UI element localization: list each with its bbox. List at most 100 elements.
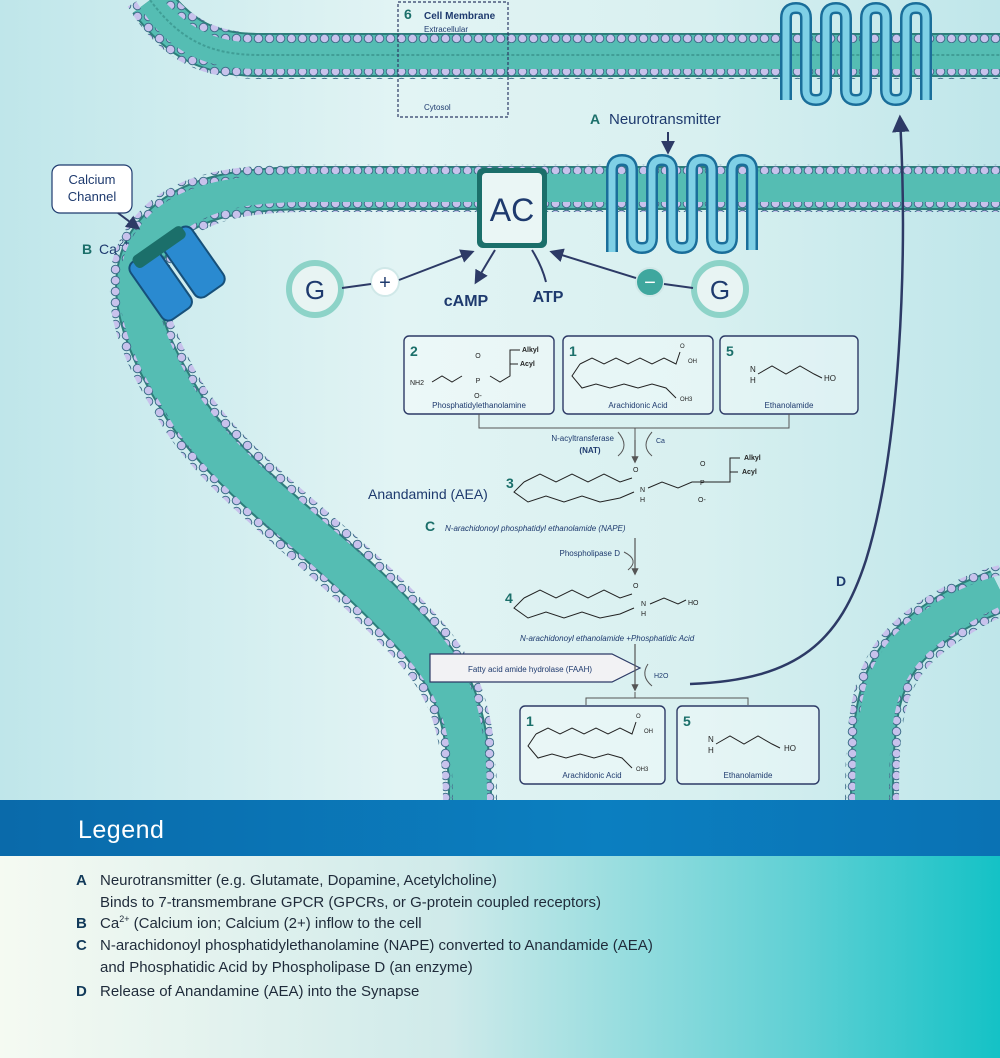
neurotransmitter-text: Neurotransmitter: [609, 111, 721, 128]
ca-letter: B: [82, 241, 92, 257]
aa-bottom-oh3: OH3: [636, 767, 649, 773]
aa-bottom-number: 1: [526, 713, 534, 729]
extracellular-label: Extracellular: [424, 25, 468, 34]
cytosol-label: Cytosol: [424, 103, 451, 112]
box-arachidonic-acid-bottom: 1 OH O OH3 Arachidonic Acid: [519, 705, 666, 785]
aa-bottom-name: Arachidonic Acid: [562, 771, 621, 780]
legend-charge-b: 2+: [119, 914, 130, 924]
ca-ion: Ca: [99, 241, 117, 257]
bottom-boxes-bracket: [585, 692, 749, 705]
pe-name: Phosphatidylethanolamine: [432, 401, 526, 410]
eth-bottom-h: H: [708, 746, 714, 755]
atp-label: ATP: [533, 289, 564, 306]
legend-cont-a: Binds to 7-transmembrane GPCR (GPCRs, or…: [100, 894, 602, 911]
eth-top-h: H: [750, 376, 756, 385]
pe-o-minus: O-: [474, 393, 482, 400]
right-membrane: [845, 565, 1000, 800]
nape-text: N-arachidonoyl phosphatidyl ethanolamide…: [445, 524, 626, 533]
faah-enzyme: Fatty acid amide hydrolase (FAAH) H2O: [429, 644, 669, 692]
top-boxes-bracket: [478, 414, 790, 456]
ac-label: AC: [490, 192, 534, 228]
aa-top-oh3: OH3: [680, 397, 693, 403]
cell-membrane-label: 6 Cell Membrane Extracellular Cytosol: [397, 1, 509, 118]
mol4-ho: HO: [688, 600, 699, 607]
g-label-left: G: [305, 275, 325, 305]
aea-h: H: [640, 497, 645, 504]
anandamide-molecule: 4 O N H HO N-arachidonoyl ethanolamide +…: [505, 583, 699, 643]
ca-charge: 2+: [119, 238, 129, 248]
eth-bottom-name: Ethanolamide: [724, 771, 773, 780]
g-label-right: G: [710, 275, 730, 305]
calcium-label-line2: Channel: [68, 189, 117, 204]
pe-number: 2: [410, 343, 418, 359]
mol4-n: N: [641, 601, 646, 608]
legend-text-b: (Calcium ion; Calcium (2+) inflow to the…: [129, 915, 422, 932]
legend-letter-b: B: [76, 915, 87, 932]
aa-top-oh: OH: [688, 359, 697, 365]
box-arachidonic-acid-top: 1 OH O OH3 Arachidonic Acid: [562, 335, 714, 415]
eth-top-number: 5: [726, 343, 734, 359]
legend-title: Legend: [78, 816, 165, 844]
h2o-label: H2O: [654, 673, 669, 680]
mol4-h: H: [641, 611, 646, 618]
pe-o: O: [475, 353, 481, 360]
cell-membrane-title: Cell Membrane: [424, 11, 496, 22]
aea-number: 3: [506, 475, 514, 491]
legend-letter-a: A: [76, 872, 87, 889]
aea-label: Anandamind (AEA): [368, 486, 488, 502]
gpcr-receptor: [606, 154, 758, 254]
pe-alkyl: Alkyl: [522, 347, 539, 354]
aa-top-o: O: [680, 344, 685, 350]
legend-body: [0, 856, 1000, 1058]
pld-label: Phospholipase D: [560, 549, 621, 558]
legend-header-bar: [0, 800, 1000, 856]
pld-curve: [623, 551, 634, 571]
cell-membrane-number: 6: [404, 6, 412, 22]
aa-bottom-oh: OH: [644, 729, 653, 735]
legend-item-c: C N-arachidonoyl phosphatidylethanolamine…: [76, 937, 653, 955]
aea-n: N: [640, 487, 645, 494]
nat-curve: [617, 431, 653, 457]
aa-bottom-o: O: [636, 714, 641, 720]
legend-item-b: B Ca2+ (Calcium ion; Calcium (2+) inflow …: [76, 915, 422, 933]
aa-top-number: 1: [569, 343, 577, 359]
faah-label: Fatty acid amide hydrolase (FAAH): [468, 665, 592, 674]
nat-ca: Ca: [656, 438, 665, 445]
nat-line2: (NAT): [579, 446, 601, 455]
plus-sign: +: [379, 272, 391, 294]
nape-molecule: Anandamind (AEA) 3 O N H P O O- Alkyl Ac…: [368, 455, 761, 534]
g-protein-left: G: [286, 260, 344, 318]
signal-arrows: [341, 248, 694, 289]
aea-acyl: Acyl: [742, 469, 757, 476]
calcium-channel: [128, 225, 226, 322]
legend-letter-c: C: [76, 937, 87, 954]
pe-acyl: Acyl: [520, 361, 535, 368]
neurotransmitter-letter: A: [590, 111, 600, 127]
aea-o: O: [633, 467, 639, 474]
box-phosphatidylethanolamine: 2 P O O- NH2 Alkyl Acyl Phosphatidyletha…: [403, 335, 555, 415]
legend-cont-c: and Phosphatidic Acid by Phospholipase D…: [100, 959, 473, 976]
adenylyl-cyclase: AC: [477, 168, 547, 248]
mol4-number: 4: [505, 590, 513, 606]
diagram-canvas: 6 Cell Membrane Extracellular Cytosol Ca…: [0, 0, 1000, 800]
upper-receptor: [780, 2, 932, 106]
neurotransmitter-label: A Neurotransmitter: [590, 111, 721, 155]
nat-line1: N-acyltransferase: [551, 434, 614, 443]
minus-node: −: [635, 267, 665, 297]
pe-p: P: [476, 378, 481, 385]
g-protein-right: G: [691, 260, 749, 318]
legend-text-d: Release of Anandamine (AEA) into the Syn…: [100, 983, 420, 1000]
aea-o2: O: [700, 461, 706, 468]
release-arrow: D: [689, 114, 910, 686]
eth-top-name: Ethanolamide: [765, 401, 814, 410]
eth-top-ho: HO: [824, 374, 836, 383]
pe-nh2: NH2: [410, 380, 424, 387]
legend-ion-b: Ca: [100, 915, 120, 932]
mol4-o: O: [633, 583, 639, 590]
release-letter: D: [836, 573, 846, 589]
legend-text-c: N-arachidonoyl phosphatidylethanolamine …: [100, 937, 653, 954]
aea-o-minus: O-: [698, 497, 706, 504]
aea-p: P: [700, 480, 705, 487]
